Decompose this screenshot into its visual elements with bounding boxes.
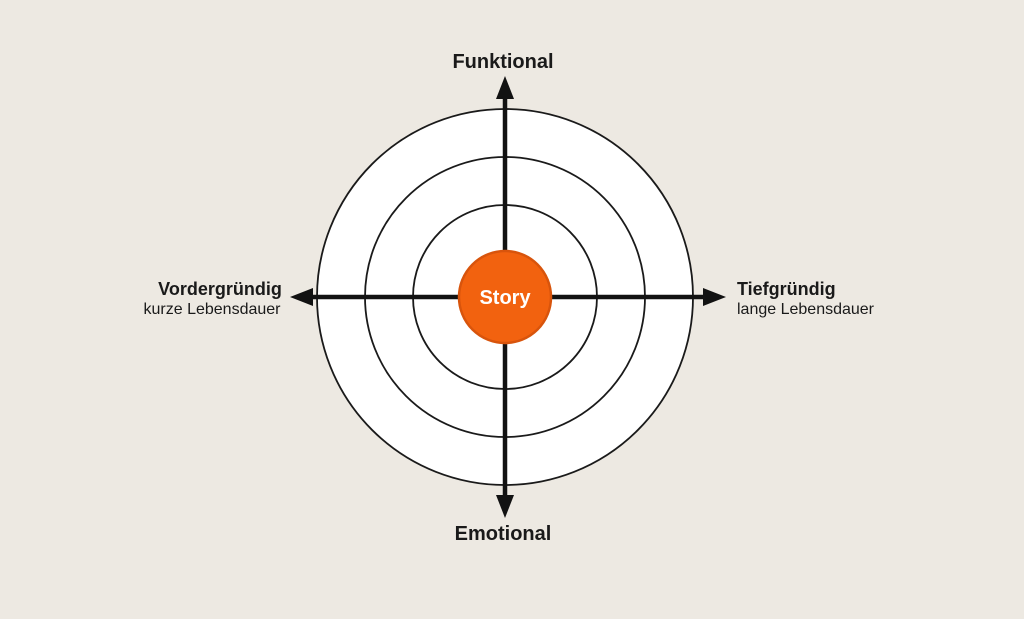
arrow-right-icon <box>703 288 726 306</box>
axis-label-top: Funktional <box>452 51 553 73</box>
axis-sublabel-left: kurze Lebensdauer <box>144 301 282 318</box>
arrow-up-icon <box>496 76 514 99</box>
axis-sublabel-right: lange Lebensdauer <box>737 301 875 318</box>
arrow-left-icon <box>290 288 313 306</box>
center-story-circle <box>457 249 553 345</box>
center-story-label: Story <box>479 287 531 309</box>
arrow-down-icon <box>496 495 514 518</box>
axis-label-bottom: Emotional <box>455 523 552 545</box>
axis-label-right: Tiefgründig <box>737 279 836 299</box>
axis-label-left: Vordergründig <box>158 279 282 299</box>
